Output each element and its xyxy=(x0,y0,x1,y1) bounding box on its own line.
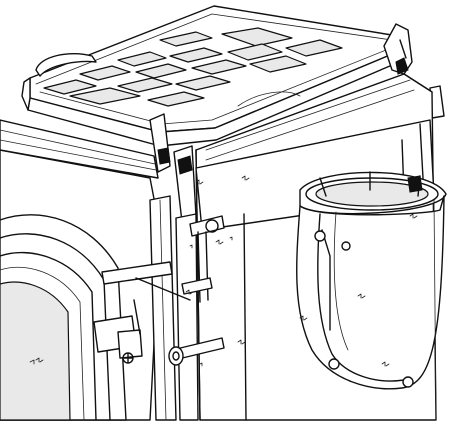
rear-duct-left xyxy=(35,53,97,77)
panel-edge-lines xyxy=(243,199,437,421)
flue-collar xyxy=(296,171,447,390)
door-screw xyxy=(29,359,35,365)
door-hinge xyxy=(93,299,143,364)
rail-fasteners xyxy=(101,215,225,303)
top-plate-recesses xyxy=(43,27,343,107)
door-frame xyxy=(0,214,127,421)
corner-hinge-right xyxy=(383,23,413,75)
handle-rod xyxy=(168,337,225,366)
side-rail xyxy=(149,195,199,421)
screw-marks xyxy=(35,175,418,367)
corner-hinge-left xyxy=(149,113,171,173)
hinge-bracket-center xyxy=(173,145,197,223)
